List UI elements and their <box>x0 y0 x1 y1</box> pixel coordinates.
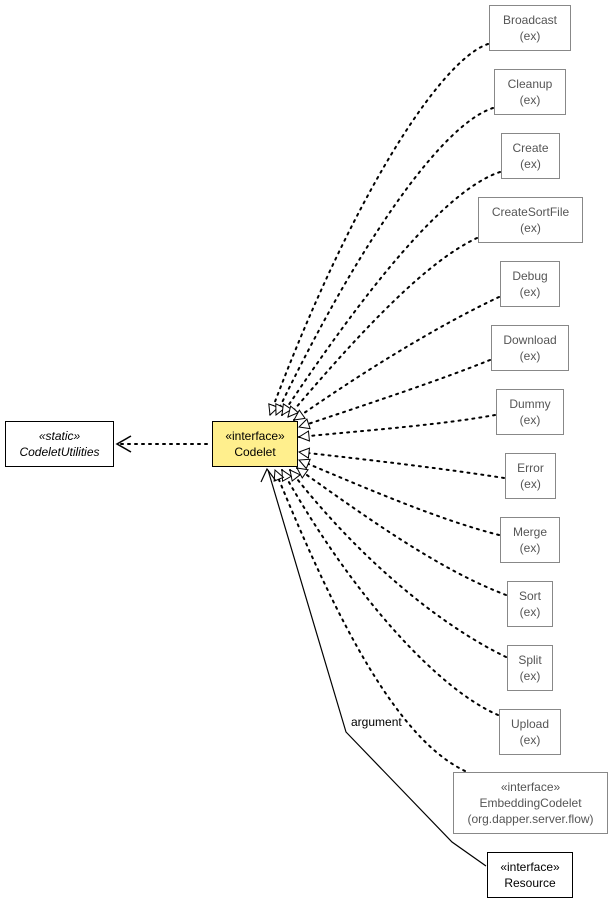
realization-arrowhead-dummy <box>297 430 311 442</box>
realization-edge-upload <box>281 469 499 716</box>
implementor-name: Error <box>517 461 544 475</box>
codelet-stereotype: «interface» <box>225 429 285 443</box>
realization-arrowhead-error <box>297 447 311 459</box>
implementor-class-split[interactable]: Split (ex) <box>507 645 553 691</box>
realization-arrowhead-split <box>289 469 302 482</box>
implementor-class-createsortfile[interactable]: CreateSortFile (ex) <box>478 197 583 243</box>
resource-name: Resource <box>504 876 556 890</box>
implementor-package: (ex) <box>519 669 541 683</box>
implementor-package: (ex) <box>519 285 541 299</box>
implementor-class-cleanup[interactable]: Cleanup (ex) <box>494 69 566 115</box>
implementor-class-error[interactable]: Error (ex) <box>505 453 556 499</box>
implementor-name: Download <box>503 333 557 347</box>
realization-edge-merge <box>298 459 500 536</box>
implementor-name: Sort <box>518 589 541 603</box>
utility-stereotype: «static» <box>38 429 81 443</box>
realization-edge-create <box>281 171 501 416</box>
implementor-package: (ex) <box>519 733 541 747</box>
embedding-stereotype: «interface» <box>500 780 561 794</box>
codelet-utilities-class[interactable]: «static» CodeletUtilities <box>5 421 114 467</box>
implementor-package: (ex) <box>520 157 541 171</box>
implementor-class-debug[interactable]: Debug (ex) <box>500 261 560 307</box>
implementor-package: (ex) <box>519 93 541 107</box>
realization-arrowhead-merge <box>297 458 311 470</box>
realization-arrowhead-debug <box>293 409 306 421</box>
dependency-arrowhead <box>115 435 132 453</box>
implementor-package: (ex) <box>519 605 541 619</box>
implementor-name: CreateSortFile <box>491 205 570 219</box>
realization-edge-sort <box>296 467 507 596</box>
utility-class-name: CodeletUtilities <box>19 445 100 459</box>
resource-stereotype: «interface» <box>500 860 560 874</box>
embedding-package: (org.dapper.server.flow) <box>467 812 594 826</box>
realization-edge-embedding <box>274 469 466 772</box>
realization-arrowhead-download <box>297 418 311 430</box>
realization-arrowhead-embedding <box>273 468 285 482</box>
implementor-class-dummy[interactable]: Dummy (ex) <box>496 389 564 435</box>
implementor-package: (ex) <box>519 349 541 363</box>
realization-arrowhead-createsortfile <box>287 405 300 418</box>
realization-edge-debug <box>293 296 500 421</box>
realization-arrowhead-create <box>281 403 293 416</box>
implementor-package: (ex) <box>520 477 541 491</box>
implementor-class-upload[interactable]: Upload (ex) <box>499 709 561 755</box>
implementor-name: Merge <box>512 525 547 539</box>
implementor-class-create[interactable]: Create (ex) <box>501 133 560 179</box>
association-edge-argument <box>267 469 487 867</box>
implementor-name: Split <box>518 653 542 667</box>
implementor-name: Cleanup <box>507 77 553 91</box>
embedding-codelet-interface[interactable]: «interface» EmbeddingCodelet (org.dapper… <box>453 772 608 834</box>
realization-edge-dummy <box>298 414 496 438</box>
implementor-package: (ex) <box>519 29 541 43</box>
realization-edge-error <box>298 451 505 479</box>
codelet-name: Codelet <box>234 445 276 459</box>
realization-edge-broadcast <box>269 43 489 416</box>
implementor-package: (ex) <box>520 221 541 235</box>
relationship-edges <box>115 43 507 867</box>
implementor-name: Broadcast <box>502 13 558 27</box>
implementor-class-broadcast[interactable]: Broadcast (ex) <box>489 5 571 51</box>
implementor-name: Debug <box>512 269 548 283</box>
realization-arrowhead-sort <box>296 467 309 479</box>
implementor-name: Dummy <box>509 397 551 411</box>
implementor-class-download[interactable]: Download (ex) <box>491 325 569 371</box>
implementor-name: Create <box>512 141 549 155</box>
realization-edge-createsortfile <box>287 237 478 418</box>
codelet-interface[interactable]: «interface» Codelet <box>212 421 298 467</box>
implementor-class-sort[interactable]: Sort (ex) <box>507 581 553 627</box>
realization-edge-split <box>289 469 507 658</box>
implementor-class-merge[interactable]: Merge (ex) <box>500 517 560 563</box>
implementor-name: Upload <box>510 717 550 731</box>
realization-arrowhead-upload <box>281 469 293 482</box>
embedding-name: EmbeddingCodelet <box>479 796 582 810</box>
realization-arrowhead-cleanup <box>275 403 286 417</box>
realization-edge-cleanup <box>275 107 494 416</box>
realization-edge-download <box>298 359 491 428</box>
implementor-package: (ex) <box>519 541 541 555</box>
association-arrowhead <box>260 467 277 483</box>
resource-interface[interactable]: «interface» Resource <box>487 852 573 898</box>
implementor-package: (ex) <box>519 413 541 427</box>
association-label-argument: argument <box>351 715 402 729</box>
